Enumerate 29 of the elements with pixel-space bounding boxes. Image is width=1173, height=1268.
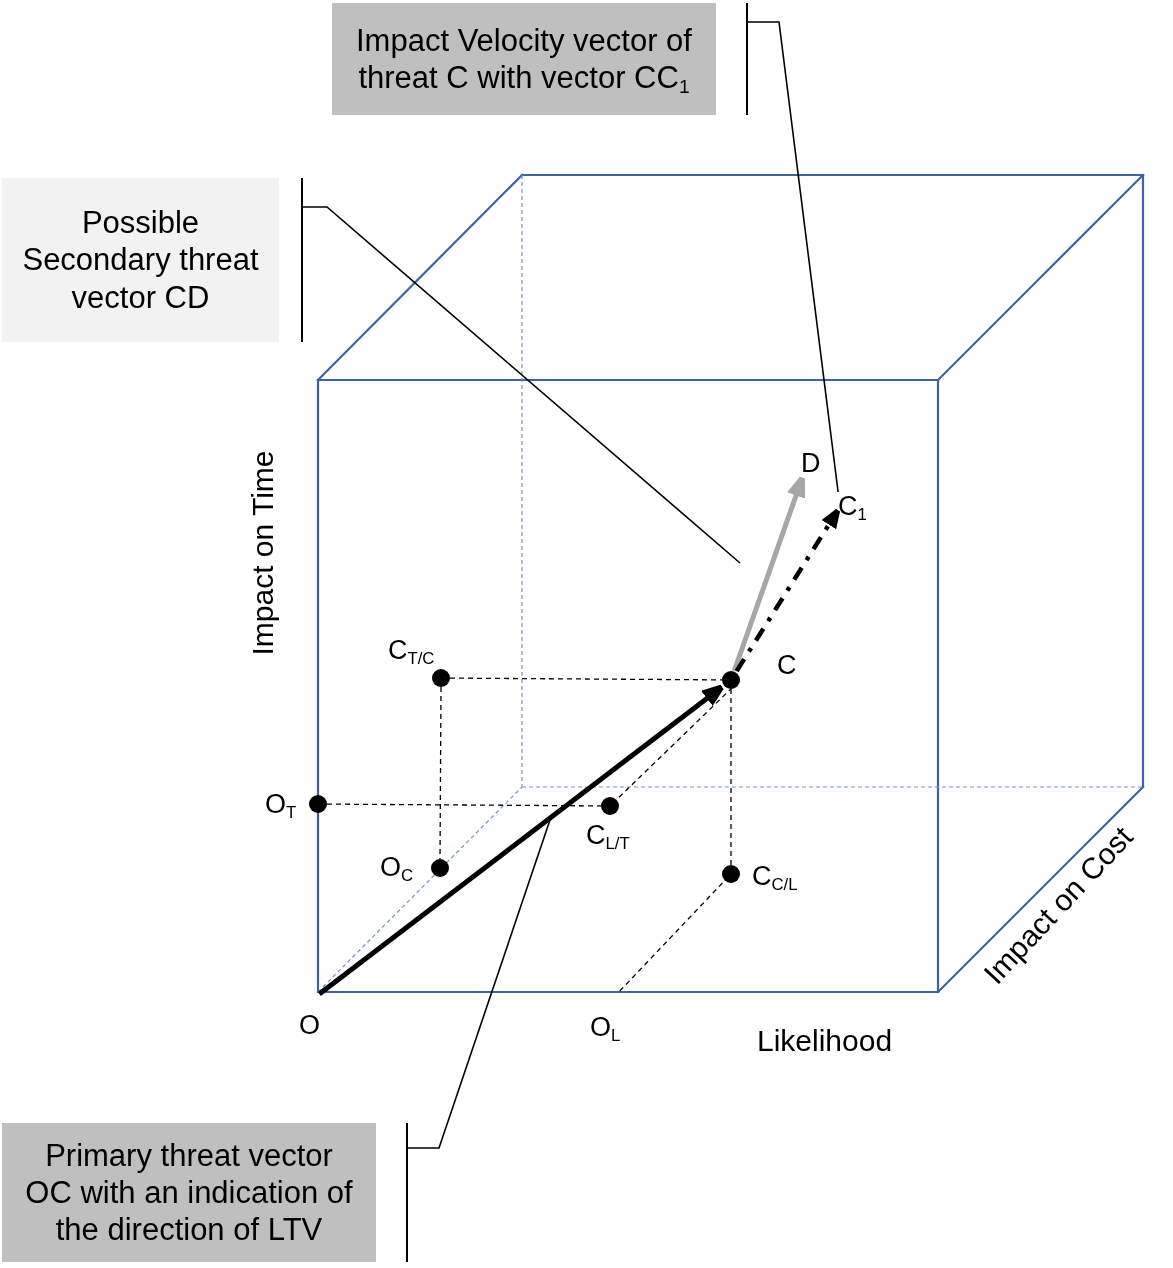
point-dot-icon bbox=[601, 797, 619, 815]
callout-text: Possible Secondary threat vector CD bbox=[21, 204, 260, 316]
projection-line bbox=[439, 686, 442, 860]
point-label: C bbox=[777, 651, 797, 680]
point-label: O$_{T}$ bbox=[265, 790, 297, 819]
point-dot-icon bbox=[722, 865, 740, 883]
callout-panel bbox=[332, 3, 748, 115]
point-label: C$_{1}$ bbox=[838, 492, 867, 521]
callout-text: Impact Velocity vector of threat C with vector CC$_{1}$ bbox=[355, 21, 693, 97]
projection-line bbox=[730, 688, 732, 866]
point-dot-icon bbox=[431, 859, 449, 877]
point-label: O$_{L}$ bbox=[590, 994, 621, 1042]
callout-panel bbox=[2, 178, 303, 342]
callout-panel bbox=[2, 1123, 408, 1262]
point-label: C$_{C/L}$ bbox=[752, 862, 798, 891]
point-dot-icon bbox=[722, 671, 740, 689]
axis-label: Impact on Time bbox=[245, 450, 279, 656]
projection-line bbox=[449, 677, 723, 681]
projection-line bbox=[326, 803, 602, 807]
point-label: O$_{C}$ bbox=[380, 853, 414, 882]
projection-line bbox=[618, 688, 732, 798]
point-label: C$_{L/T}$ bbox=[586, 821, 630, 850]
point-label: O bbox=[299, 994, 320, 1040]
point-label: D bbox=[801, 449, 821, 478]
point-dot-icon bbox=[309, 795, 327, 813]
axis-label: Likelihood bbox=[757, 1024, 893, 1057]
point-dot-icon bbox=[432, 669, 450, 687]
point-label: C$_{T/C}$ bbox=[388, 636, 435, 665]
callout-text: Primary threat vector OC with an indication of the direction of LTV bbox=[24, 1136, 354, 1249]
